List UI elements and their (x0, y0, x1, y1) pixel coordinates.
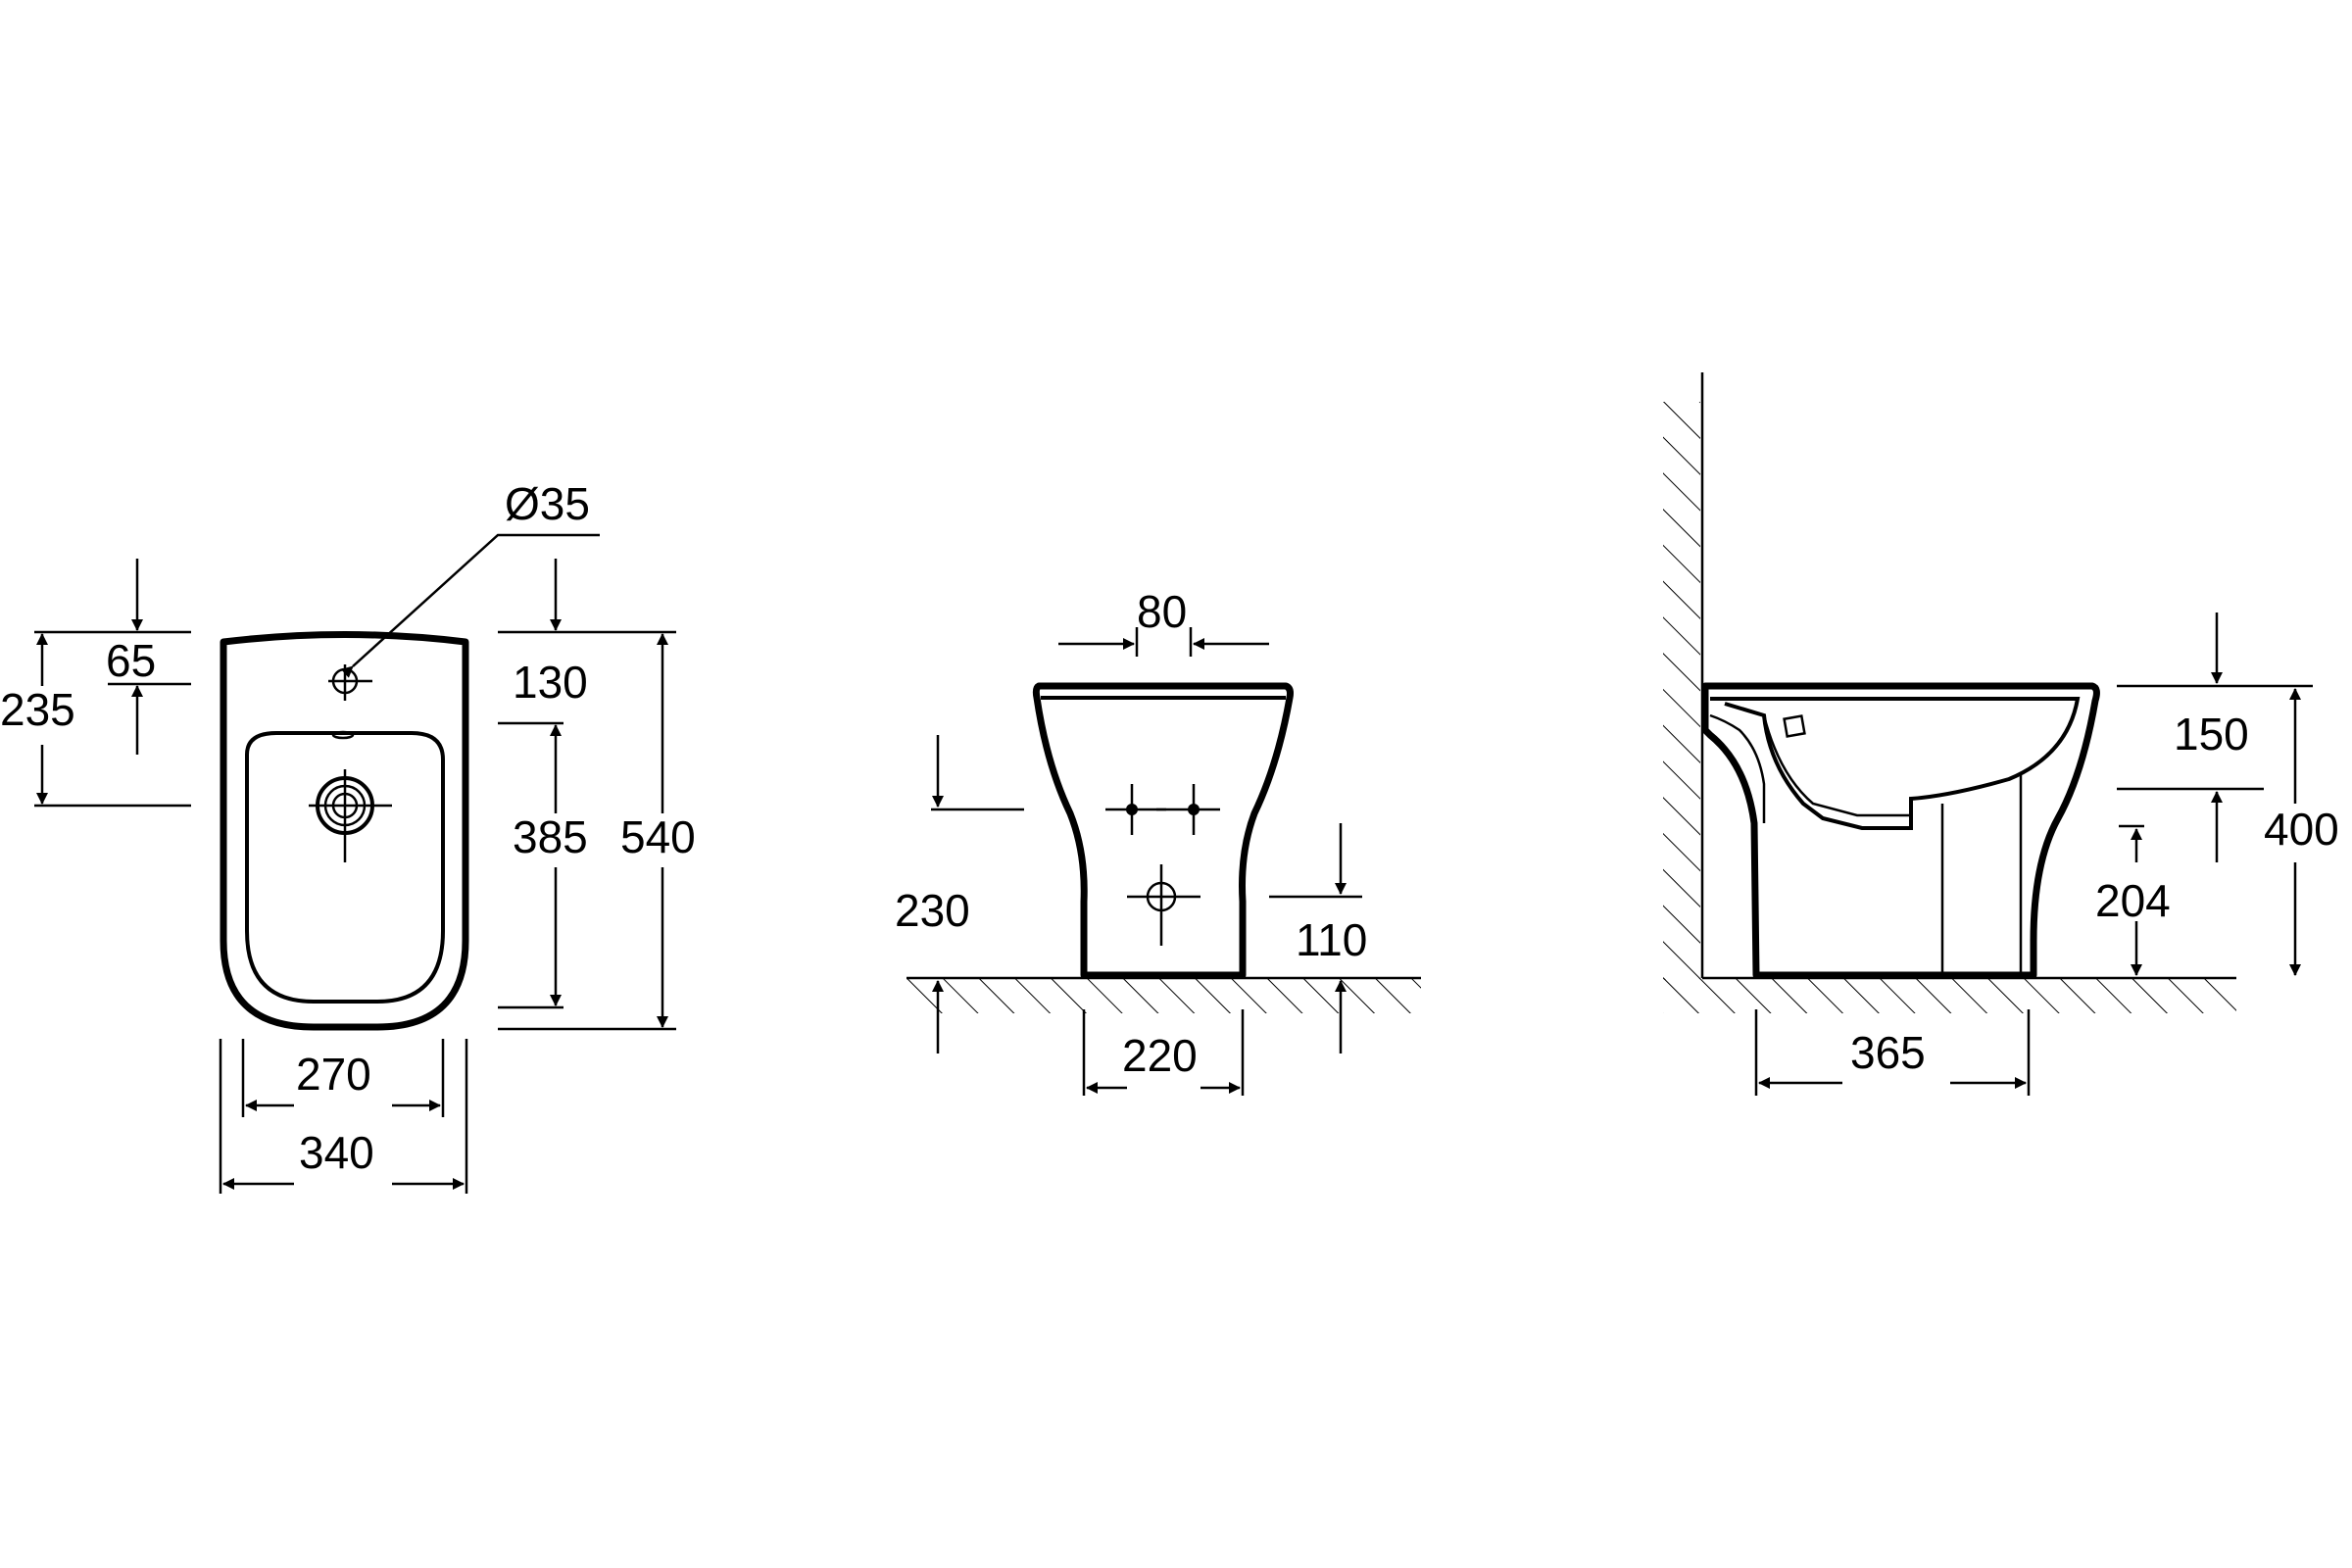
dim-hole-diameter: Ø35 (505, 478, 590, 529)
dim-385: 385 (513, 811, 588, 862)
bidet-outline-top (220, 631, 469, 1031)
bowl-outline-side (1710, 697, 2081, 830)
overflow-slot (331, 730, 355, 740)
dim-230: 230 (895, 885, 970, 936)
dim-80: 80 (1137, 586, 1187, 637)
dim-540: 540 (620, 811, 696, 862)
bidet-outline-front (1032, 682, 1294, 979)
dim-204: 204 (2095, 875, 2171, 926)
bowl-outline-top (245, 731, 445, 1004)
bidet-outline-side (1701, 682, 2100, 979)
dim-235: 235 (0, 684, 75, 735)
dim-220: 220 (1122, 1030, 1198, 1081)
dim-150: 150 (2174, 709, 2249, 760)
front-view: 80 230 110 220 (895, 586, 1421, 1096)
side-view: 150 400 204 365 (1663, 372, 2339, 1096)
top-view: Ø35 65 235 130 385 540 270 340 (0, 478, 696, 1194)
floor-hatch-side (1663, 978, 2236, 1013)
dim-340: 340 (299, 1127, 374, 1178)
dim-110: 110 (1296, 914, 1367, 965)
dim-400: 400 (2264, 804, 2339, 855)
dim-65: 65 (106, 635, 156, 686)
dim-130: 130 (513, 657, 588, 708)
floor-hatch (906, 978, 1421, 1013)
wall-hatch (1663, 402, 1700, 980)
dim-270: 270 (296, 1049, 371, 1100)
dim-365: 365 (1850, 1027, 1926, 1078)
